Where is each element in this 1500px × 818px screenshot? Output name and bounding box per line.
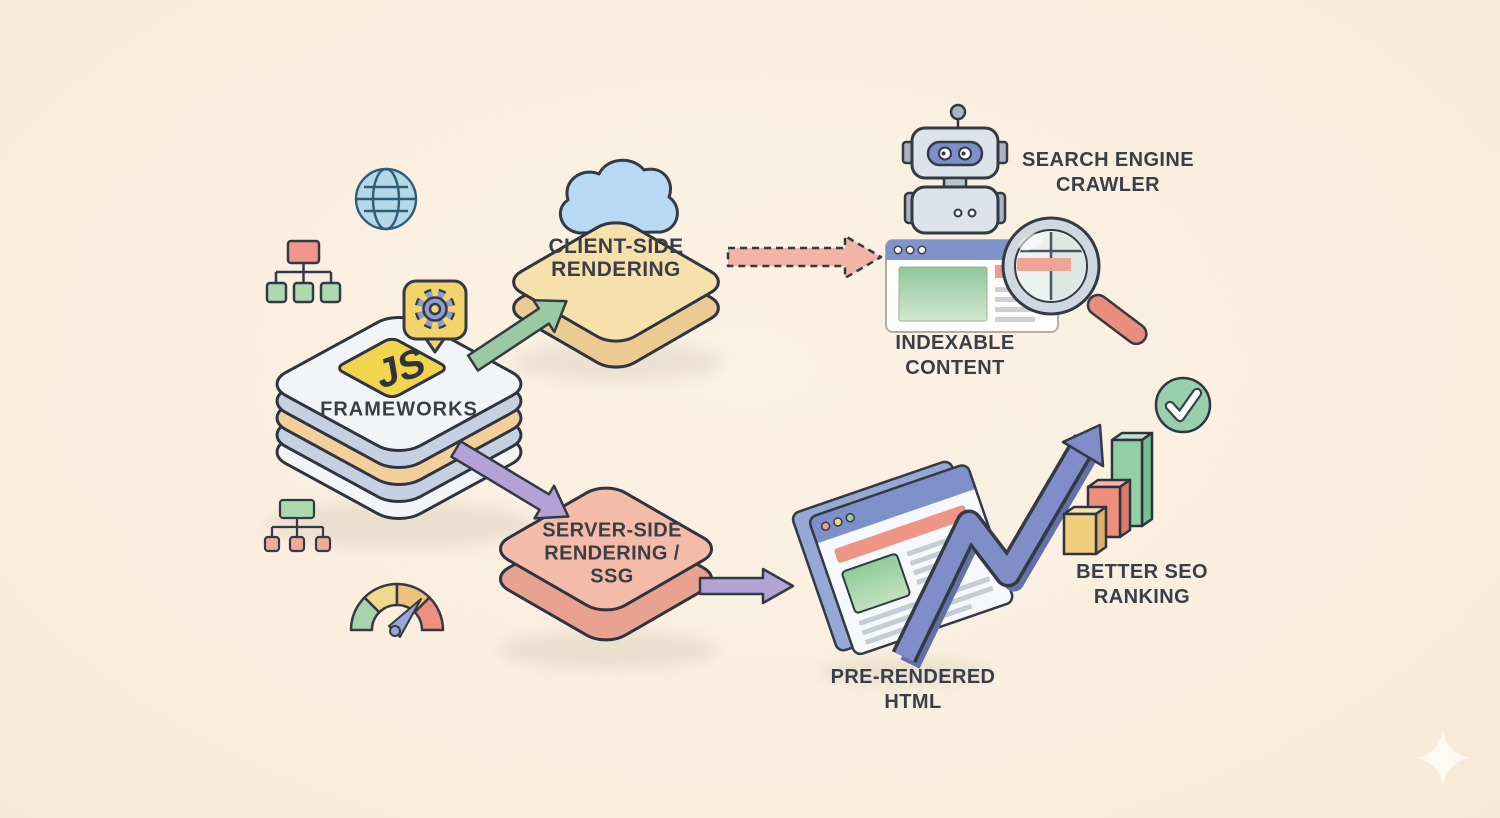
sitemap-green-icon <box>263 498 332 553</box>
client-side-rendering-box <box>503 217 729 374</box>
sparkle-icon <box>1416 731 1470 785</box>
dashed-arrow-crawler <box>726 234 883 280</box>
trend-arrow-icon <box>891 423 1105 669</box>
arrow-to-server-side <box>450 440 570 520</box>
magnifier-icon <box>1001 216 1150 348</box>
js-frameworks-stack <box>265 311 534 525</box>
arrow-to-prerendered <box>698 567 795 605</box>
server-side-rendering-box <box>489 482 722 647</box>
bar-chart-icon <box>1062 431 1154 556</box>
indexable-content-label: INDEXABLE CONTENT <box>895 332 1015 379</box>
server-side-rendering-label: SERVER-SIDE RENDERING / SSG <box>542 519 682 588</box>
cloud-icon <box>558 158 679 235</box>
globe-icon <box>354 167 418 231</box>
bar-yellow <box>1062 505 1108 556</box>
frameworks-label: FRAMEWORKS <box>320 398 478 421</box>
gauge-icon <box>349 582 445 638</box>
shadows <box>265 342 993 685</box>
sitemap-red-icon <box>265 239 342 304</box>
arrow-to-client-side <box>466 298 568 372</box>
better-seo-ranking-label: BETTER SEO RANKING <box>1076 561 1208 608</box>
pre-rendered-html-label: PRE-RENDERED HTML <box>830 666 996 713</box>
check-icon <box>1154 376 1212 434</box>
robot-icon <box>901 103 1009 235</box>
search-engine-crawler-label: SEARCH ENGINE CRAWLER <box>1022 149 1194 196</box>
gear-icon <box>402 279 468 354</box>
js-badge <box>335 337 448 399</box>
js-badge-label: JS <box>373 339 429 398</box>
client-side-rendering-label: CLIENT-SIDE RENDERING <box>548 235 684 281</box>
